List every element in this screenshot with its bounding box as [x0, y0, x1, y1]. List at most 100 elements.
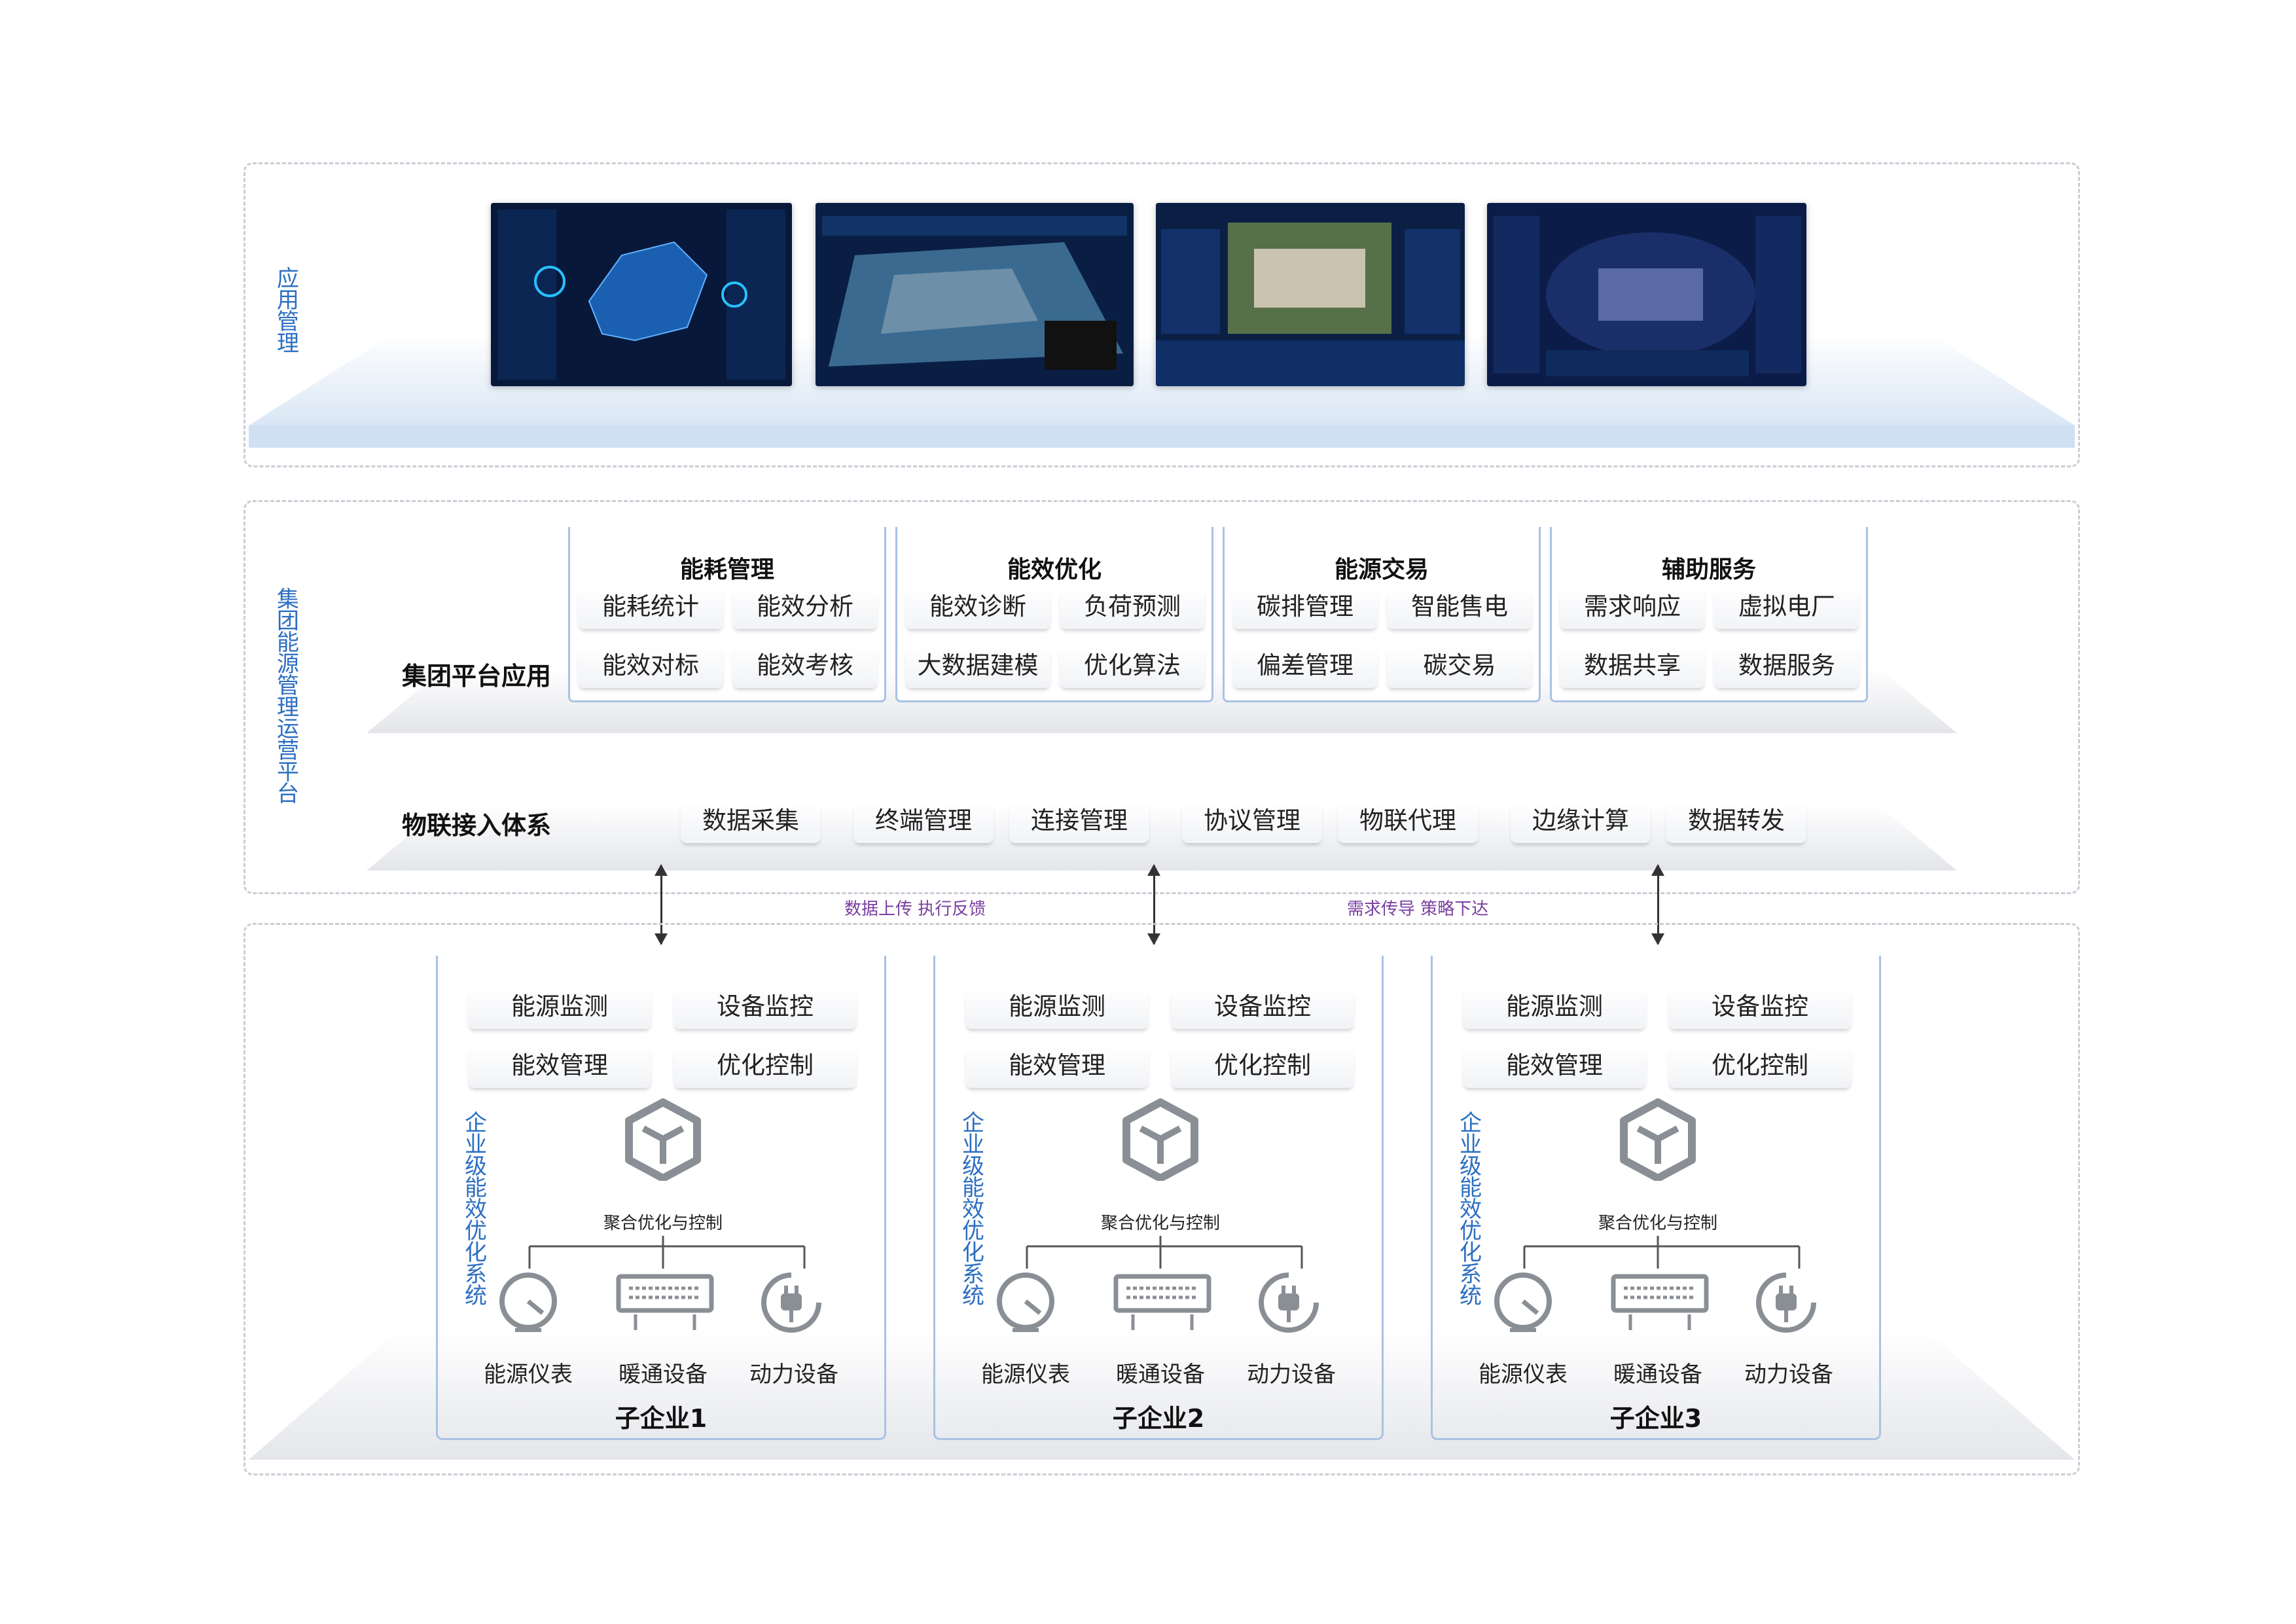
device-label-hvac: 暖通设备: [1613, 1362, 1702, 1388]
bidirectional-arrow-2: [1147, 864, 1160, 945]
function-button[interactable]: 碳交易: [1387, 646, 1532, 688]
campus-dashboard-image: [816, 203, 1134, 386]
iot-item-data-forwarding[interactable]: 数据转发: [1666, 801, 1806, 843]
function-button[interactable]: 需求响应: [1560, 587, 1705, 629]
group-platform-label: 集团平台应用: [402, 662, 552, 691]
device-label-hvac: 暖通设备: [1116, 1362, 1205, 1388]
factory-dashboard-image: [1487, 203, 1806, 386]
iot-item-terminal-management[interactable]: 终端管理: [853, 801, 994, 843]
function-button[interactable]: 智能售电: [1387, 587, 1532, 629]
subsidiary-name: 子企业1: [615, 1404, 708, 1433]
device-label-power: 动力设备: [749, 1362, 838, 1388]
category-title: 能耗管理: [679, 556, 774, 583]
function-button[interactable]: 能源监测: [965, 987, 1149, 1029]
dashboard-screen-1[interactable]: [491, 203, 792, 386]
category-title: 能源交易: [1334, 556, 1429, 583]
function-button[interactable]: 能效管理: [468, 1046, 651, 1088]
app-layer-frame: [243, 162, 2080, 467]
energy-meter-icon: [499, 1272, 557, 1332]
function-button[interactable]: 碳排管理: [1232, 587, 1378, 629]
function-button[interactable]: 设备监控: [673, 987, 857, 1029]
hvac-unit-icon: [616, 1274, 714, 1330]
subsidiary-panel-3: 能源监测 设备监控 能效管理 优化控制 企业级能效优化系统 聚合优化与控制 能源…: [1431, 956, 1881, 1440]
function-button[interactable]: 能效管理: [965, 1046, 1149, 1088]
enterprise-system-label: 企业级能效优化系统: [465, 1110, 487, 1309]
platform-layer-label: 集团能源管理运营平台: [277, 586, 299, 807]
device-label-meter: 能源仪表: [484, 1362, 573, 1388]
subsidiary-name: 子企业3: [1609, 1404, 1702, 1433]
power-plug-icon: [761, 1272, 821, 1333]
aggregation-cube-icon: [1620, 1098, 1696, 1181]
function-button[interactable]: 数据共享: [1560, 646, 1705, 688]
dashboard-screen-2[interactable]: [816, 203, 1134, 386]
function-button[interactable]: 设备监控: [1668, 987, 1852, 1029]
iot-item-protocol-management[interactable]: 协议管理: [1182, 801, 1322, 843]
flow-label-upload-feedback: 数据上传 执行反馈: [844, 899, 986, 919]
function-button[interactable]: 优化算法: [1060, 646, 1205, 688]
function-button[interactable]: 能效考核: [732, 646, 878, 688]
device-tree-lines: [528, 1236, 806, 1269]
aggregation-cube-icon: [1122, 1098, 1198, 1181]
iot-item-iot-proxy[interactable]: 物联代理: [1338, 801, 1478, 843]
device-label-hvac: 暖通设备: [619, 1362, 708, 1388]
bidirectional-arrow-3: [1651, 864, 1664, 945]
category-auxiliary-services: 辅助服务 需求响应 虚拟电厂 数据共享 数据服务: [1550, 527, 1868, 702]
function-button[interactable]: 大数据建模: [905, 646, 1050, 688]
function-button[interactable]: 虚拟电厂: [1714, 587, 1859, 629]
dashboard-screen-4[interactable]: [1487, 203, 1806, 386]
app-layer-label: 应用管理: [277, 266, 299, 357]
function-button[interactable]: 能源监测: [1463, 987, 1646, 1029]
iot-access-label: 物联接入体系: [402, 811, 552, 840]
enterprise-layer-frame: [243, 923, 2080, 1475]
category-energy-trading: 能源交易 碳排管理 智能售电 偏差管理 碳交易: [1223, 527, 1541, 702]
function-button[interactable]: 负荷预测: [1060, 587, 1205, 629]
subsidiary-panel-1: 能源监测 设备监控 能效管理 优化控制 企业级能效优化系统 聚合优化与控制 能源…: [436, 956, 886, 1440]
category-energy-consumption: 能耗管理 能耗统计 能效分析 能效对标 能效考核: [568, 527, 886, 702]
iot-item-data-collection[interactable]: 数据采集: [681, 801, 821, 843]
bidirectional-arrow-1: [655, 864, 668, 945]
building-dashboard-image: [1156, 203, 1465, 386]
function-button[interactable]: 能源监测: [468, 987, 651, 1029]
flow-label-demand-strategy: 需求传导 策略下达: [1347, 899, 1489, 919]
subsidiary-panel-2: 能源监测 设备监控 能效管理 优化控制 企业级能效优化系统 聚合优化与控制 能源…: [933, 956, 1384, 1440]
function-button[interactable]: 能耗统计: [578, 587, 723, 629]
function-button[interactable]: 能效管理: [1463, 1046, 1646, 1088]
iot-item-edge-computing[interactable]: 边缘计算: [1511, 801, 1651, 843]
function-button[interactable]: 能效分析: [732, 587, 878, 629]
function-button[interactable]: 优化控制: [673, 1046, 857, 1088]
dashboard-screen-3[interactable]: [1156, 203, 1465, 386]
function-button[interactable]: 优化控制: [1668, 1046, 1852, 1088]
energy-meter-icon: [1494, 1272, 1552, 1332]
device-label-power: 动力设备: [1744, 1362, 1833, 1388]
enterprise-system-label: 企业级能效优化系统: [1460, 1110, 1482, 1309]
energy-meter-icon: [997, 1272, 1054, 1332]
device-label-meter: 能源仪表: [1479, 1362, 1568, 1388]
subsidiary-name: 子企业2: [1112, 1404, 1205, 1433]
aggregation-cube-icon: [625, 1098, 701, 1181]
iot-item-connection-management[interactable]: 连接管理: [1009, 801, 1149, 843]
power-plug-icon: [1756, 1272, 1816, 1333]
category-title: 辅助服务: [1661, 556, 1756, 583]
device-tree-lines: [1026, 1236, 1303, 1269]
function-button[interactable]: 数据服务: [1714, 646, 1859, 688]
hvac-unit-icon: [1113, 1274, 1211, 1330]
aggregation-label: 聚合优化与控制: [1100, 1214, 1220, 1233]
function-button[interactable]: 能效对标: [578, 646, 723, 688]
category-efficiency-optimization: 能效优化 能效诊断 负荷预测 大数据建模 优化算法: [895, 527, 1213, 702]
aggregation-label: 聚合优化与控制: [1598, 1214, 1717, 1233]
category-title: 能效优化: [1007, 556, 1102, 583]
enterprise-shelf: [249, 1329, 2075, 1460]
hvac-unit-icon: [1611, 1274, 1709, 1330]
function-button[interactable]: 优化控制: [1171, 1046, 1354, 1088]
map-dashboard-image: [491, 203, 792, 386]
enterprise-system-label: 企业级能效优化系统: [962, 1110, 984, 1309]
device-tree-lines: [1523, 1236, 1801, 1269]
aggregation-label: 聚合优化与控制: [603, 1214, 723, 1233]
device-label-meter: 能源仪表: [981, 1362, 1070, 1388]
power-plug-icon: [1259, 1272, 1319, 1333]
function-button[interactable]: 能效诊断: [905, 587, 1050, 629]
device-label-power: 动力设备: [1247, 1362, 1336, 1388]
function-button[interactable]: 偏差管理: [1232, 646, 1378, 688]
function-button[interactable]: 设备监控: [1171, 987, 1354, 1029]
platform-layer-frame: [243, 500, 2080, 894]
